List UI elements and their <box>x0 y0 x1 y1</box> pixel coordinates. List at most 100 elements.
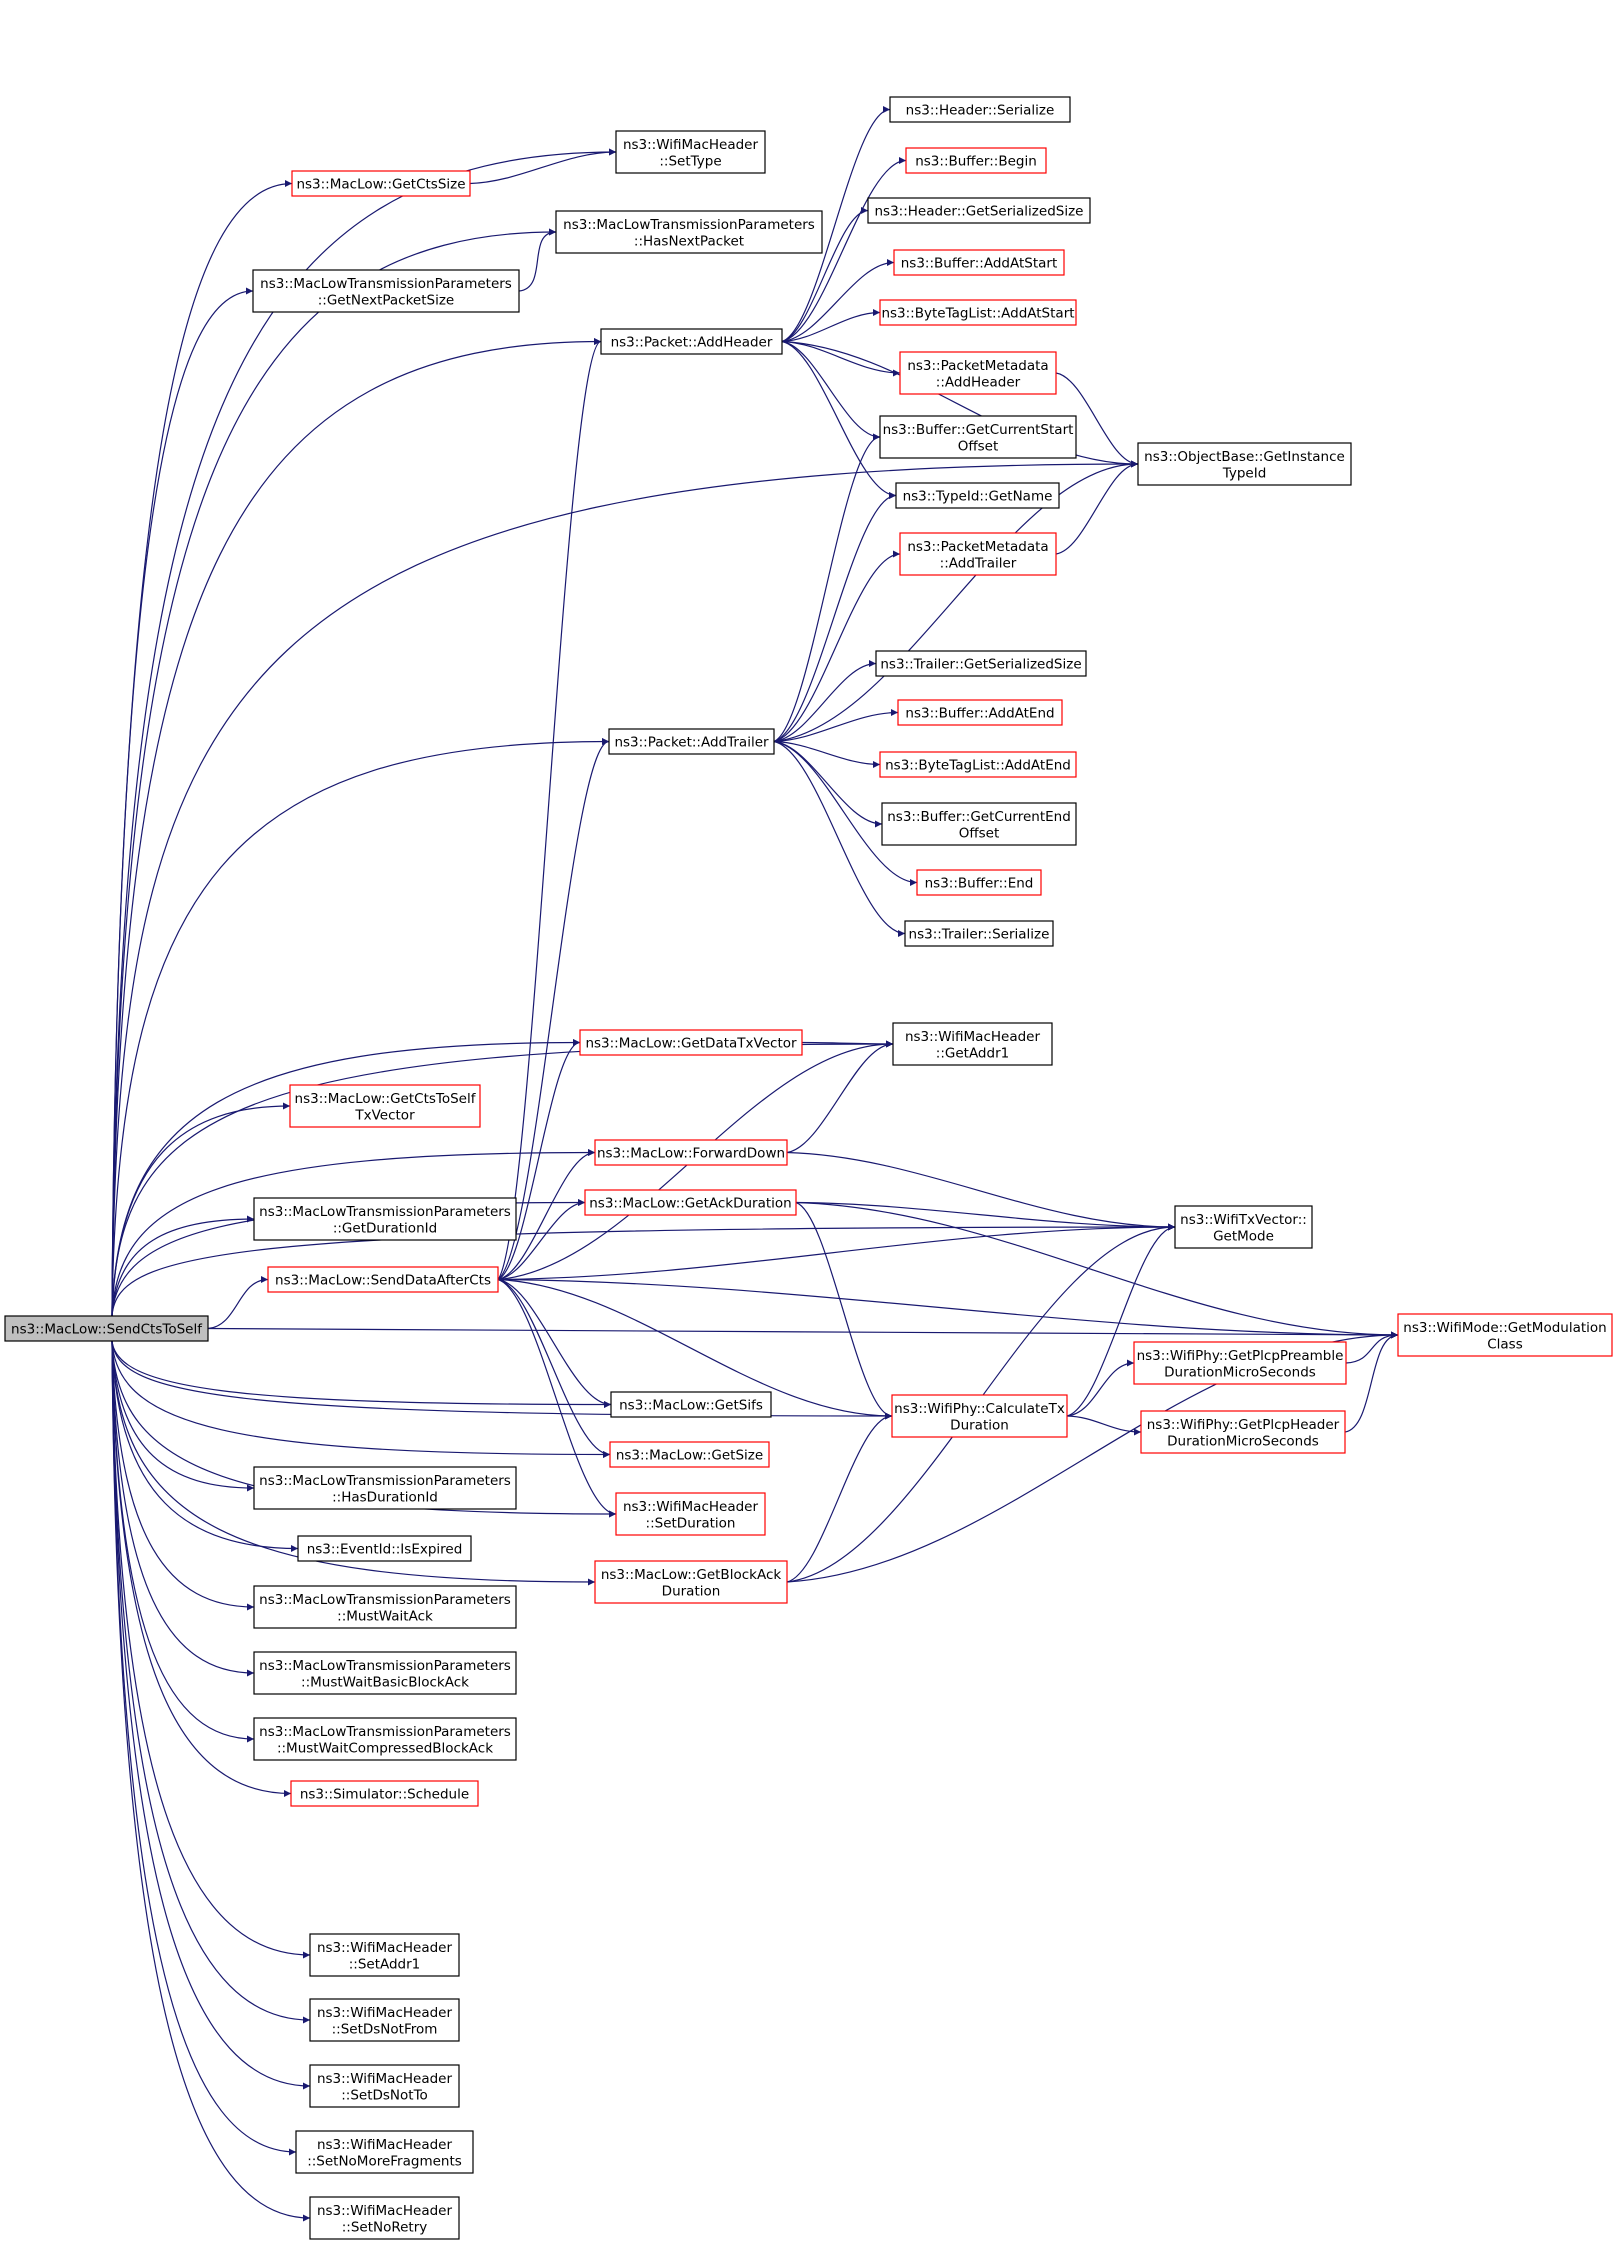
node-label: Class <box>1487 1336 1523 1352</box>
edge-packet-addtrailer-to-objectbase-getinstancetypeid <box>773 460 1139 743</box>
node-getplcppreamble[interactable]: ns3::WifiPhy::GetPlcpPreambleDurationMic… <box>1133 1341 1347 1385</box>
node-label: ns3::MacLowTransmissionParameters <box>563 217 815 233</box>
node-root[interactable]: ns3::MacLow::SendCtsToSelf <box>4 1315 209 1342</box>
node-box <box>867 197 1091 224</box>
node-box <box>253 1466 517 1510</box>
edge-root-to-wmh-setduration <box>111 1340 617 1518</box>
node-buffer-addatstart[interactable]: ns3::Buffer::AddAtStart <box>893 249 1065 276</box>
node-bytetaglist-addatend[interactable]: ns3::ByteTagList::AddAtEnd <box>879 751 1077 778</box>
node-hasdurationid[interactable]: ns3::MacLowTransmissionParameters::HasDu… <box>253 1466 517 1510</box>
node-wmh-setdsnotto[interactable]: ns3::WifiMacHeader::SetDsNotTo <box>309 2064 460 2108</box>
node-box <box>608 728 775 755</box>
node-mustwaitcompressedblockack[interactable]: ns3::MacLowTransmissionParameters::MustW… <box>253 1717 517 1761</box>
node-getctssize[interactable]: ns3::MacLow::GetCtsSize <box>291 170 471 197</box>
node-wmh-settype[interactable]: ns3::WifiMacHeader::SetType <box>615 130 766 174</box>
node-bytetaglist-addatstart[interactable]: ns3::ByteTagList::AddAtStart <box>879 299 1077 326</box>
node-box <box>875 650 1087 677</box>
node-txvector-getmode[interactable]: ns3::WifiTxVector::GetMode <box>1174 1205 1313 1249</box>
edge-getplcpheader-to-getmodulationclass <box>1344 1331 1399 1433</box>
node-wmh-setnoretry[interactable]: ns3::WifiMacHeader::SetNoRetry <box>309 2196 460 2240</box>
node-header-getserializedsize[interactable]: ns3::Header::GetSerializedSize <box>867 197 1091 224</box>
edge-senddataaftercts-to-getdatatxvector <box>497 1039 581 1281</box>
edge-senddataaftercts-to-getsize <box>497 1278 611 1458</box>
node-wmh-setaddr1[interactable]: ns3::WifiMacHeader::SetAddr1 <box>309 1933 460 1977</box>
edge-packet-addheader-to-buffer-getcurrentstartoffset <box>781 340 881 441</box>
node-trailer-serialize[interactable]: ns3::Trailer::Serialize <box>904 920 1054 947</box>
node-forwarddown[interactable]: ns3::MacLow::ForwardDown <box>594 1139 788 1166</box>
node-label: ::HasNextPacket <box>634 233 744 249</box>
edge-calculatetxduration-to-txvector-getmode <box>1066 1223 1176 1417</box>
node-label: Duration <box>950 1417 1009 1433</box>
node-label: ns3::WifiMacHeader <box>317 2203 453 2219</box>
node-getdatatxvector[interactable]: ns3::MacLow::GetDataTxVector <box>579 1029 803 1056</box>
node-wmh-setdsnotfrom[interactable]: ns3::WifiMacHeader::SetDsNotFrom <box>309 1998 460 2042</box>
node-pm-addtrailer[interactable]: ns3::PacketMetadata::AddTrailer <box>899 532 1057 576</box>
node-label: ns3::Buffer::GetCurrentStart <box>883 422 1074 438</box>
node-box <box>905 147 1047 174</box>
node-getplcpheader[interactable]: ns3::WifiPhy::GetPlcpHeaderDurationMicro… <box>1140 1410 1346 1454</box>
node-wmh-getaddr1[interactable]: ns3::WifiMacHeader::GetAddr1 <box>892 1022 1053 1066</box>
node-label: ns3::Packet::AddTrailer <box>614 735 769 751</box>
node-getnextpacketsize[interactable]: ns3::MacLowTransmissionParameters::GetNe… <box>252 269 520 313</box>
node-label: ns3::WifiPhy::GetPlcpPreamble <box>1137 1348 1344 1364</box>
node-header-serialize[interactable]: ns3::Header::Serialize <box>889 96 1071 123</box>
node-label: ns3::Buffer::AddAtEnd <box>905 706 1054 722</box>
node-getackduration[interactable]: ns3::MacLow::GetAckDuration <box>584 1189 797 1216</box>
edge-packet-addtrailer-to-buffer-getcurrentstartoffset <box>773 433 881 743</box>
edge-senddataaftercts-to-calculatetxduration <box>497 1278 893 1420</box>
node-mustwaitbasicblockack[interactable]: ns3::MacLowTransmissionParameters::MustW… <box>253 1651 517 1695</box>
node-label: ns3::WifiMacHeader <box>623 137 759 153</box>
node-box <box>1397 1313 1613 1357</box>
node-getsifs[interactable]: ns3::MacLow::GetSifs <box>610 1391 772 1418</box>
node-box <box>584 1189 797 1216</box>
edge-packet-addtrailer-to-buffer-end <box>773 740 918 886</box>
node-pm-addheader[interactable]: ns3::PacketMetadata::AddHeader <box>899 351 1057 395</box>
edge-root-to-getmodulationclass <box>207 1327 1399 1339</box>
node-label: ns3::ByteTagList::AddAtEnd <box>885 758 1071 774</box>
node-wmh-setnomorefragments[interactable]: ns3::WifiMacHeader::SetNoMoreFragments <box>295 2130 474 2174</box>
node-simulator-schedule[interactable]: ns3::Simulator::Schedule <box>290 1780 479 1807</box>
edge-getackduration-to-calculatetxduration <box>795 1201 893 1420</box>
node-mustwaitack[interactable]: ns3::MacLowTransmissionParameters::MustW… <box>253 1585 517 1629</box>
node-wmh-setduration[interactable]: ns3::WifiMacHeader::SetDuration <box>615 1492 766 1536</box>
node-typeid-getname[interactable]: ns3::TypeId::GetName <box>895 482 1060 509</box>
node-hasnextpacket[interactable]: ns3::MacLowTransmissionParameters::HasNe… <box>555 210 823 254</box>
node-senddataaftercts[interactable]: ns3::MacLow::SendDataAfterCts <box>267 1266 499 1293</box>
node-box <box>615 130 766 174</box>
node-box <box>895 482 1060 509</box>
node-label: ns3::WifiPhy::CalculateTx <box>894 1401 1065 1417</box>
edge-root-to-wmh-setnoretry <box>111 1340 311 2222</box>
node-label: ns3::WifiMacHeader <box>317 2137 453 2153</box>
node-packet-addheader[interactable]: ns3::Packet::AddHeader <box>600 328 783 355</box>
node-label: ns3::MacLow::SendDataAfterCts <box>275 1273 491 1289</box>
node-buffer-addatend[interactable]: ns3::Buffer::AddAtEnd <box>897 699 1063 726</box>
node-eventid-isexpired[interactable]: ns3::EventId::IsExpired <box>297 1535 472 1562</box>
node-label: ns3::EventId::IsExpired <box>307 1542 463 1558</box>
node-box <box>893 249 1065 276</box>
node-label: ns3::MacLowTransmissionParameters <box>259 1473 511 1489</box>
node-trailer-getserializedsize[interactable]: ns3::Trailer::GetSerializedSize <box>875 650 1087 677</box>
node-packet-addtrailer[interactable]: ns3::Packet::AddTrailer <box>608 728 775 755</box>
node-buffer-begin[interactable]: ns3::Buffer::Begin <box>905 147 1047 174</box>
edge-root-to-getblockackduration <box>111 1340 596 1586</box>
node-getdurationid[interactable]: ns3::MacLowTransmissionParameters::GetDu… <box>253 1197 517 1241</box>
edge-packet-addtrailer-to-trailer-getserializedsize <box>773 660 877 743</box>
node-label: ns3::MacLow::GetAckDuration <box>589 1196 792 1212</box>
node-label: Offset <box>958 438 999 454</box>
node-getsize[interactable]: ns3::MacLow::GetSize <box>609 1441 770 1468</box>
node-box <box>1133 1341 1347 1385</box>
node-box <box>899 351 1057 395</box>
node-label: ::AddTrailer <box>940 555 1017 571</box>
node-label: ns3::Header::GetSerializedSize <box>875 204 1084 220</box>
edge-root-to-wmh-setaddr1 <box>111 1340 311 1959</box>
node-buffer-end[interactable]: ns3::Buffer::End <box>916 869 1042 896</box>
node-box <box>253 1651 517 1695</box>
edge-getplcppreamble-to-getmodulationclass <box>1345 1331 1399 1364</box>
